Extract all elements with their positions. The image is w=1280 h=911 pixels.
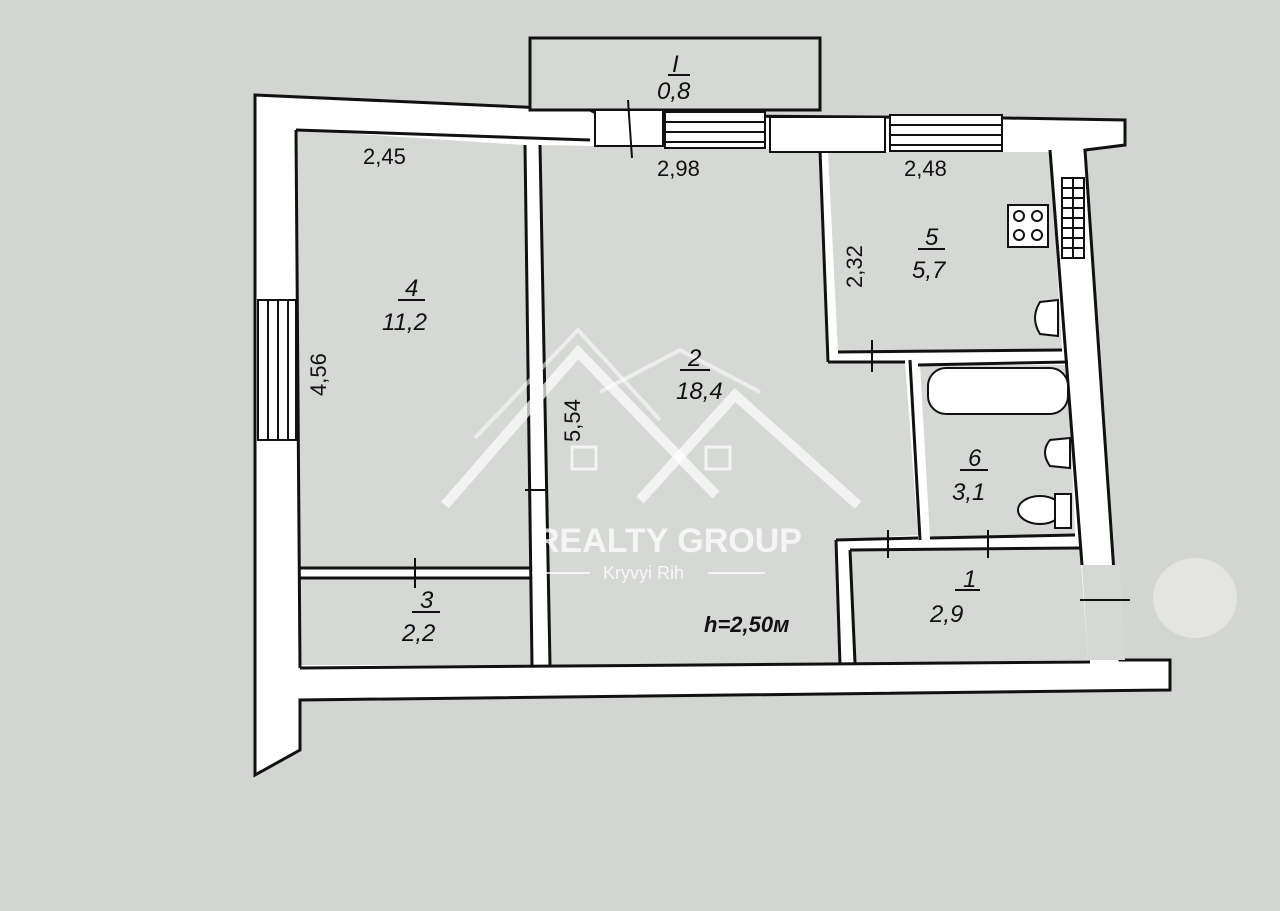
watermark-city: Kryvyi Rih xyxy=(603,563,684,583)
glare-spot xyxy=(1153,558,1237,638)
dim-room2-depth: 5,54 xyxy=(560,399,585,442)
room-5-area: 5,7 xyxy=(912,257,947,284)
room-3-number: 3 xyxy=(420,587,434,614)
room-1-area: 2,9 xyxy=(929,601,963,628)
room-2-number: 2 xyxy=(687,345,701,372)
dim-room2-width: 2,98 xyxy=(657,156,700,181)
stove-icon xyxy=(1007,204,1049,248)
dim-room4-depth: 4,56 xyxy=(306,353,331,396)
watermark-brand: REALTY GROUP xyxy=(535,522,802,560)
dim-room5-depth: 2,32 xyxy=(842,245,867,288)
room-6-area: 3,1 xyxy=(952,479,985,506)
dimension-labels: 2,45 2,98 2,48 2,32 4,56 5,54 xyxy=(306,144,947,442)
room-6-number: 6 xyxy=(968,445,982,472)
door-marks xyxy=(414,340,1130,601)
room-labels: I 0,8 1 2,9 2 18,4 3 2,2 4 11,2 5 5,7 6 … xyxy=(382,51,988,647)
toilet-icon xyxy=(1017,493,1072,529)
room-5-number: 5 xyxy=(925,224,939,251)
room-3-area: 2,2 xyxy=(401,620,435,647)
room-I-area: 0,8 xyxy=(657,78,691,105)
room-2-area: 18,4 xyxy=(676,378,723,405)
realty-group-watermark: REALTY GROUP Kryvyi Rih xyxy=(441,327,862,583)
windows xyxy=(257,99,1003,441)
room-I-number: I xyxy=(672,51,679,78)
room-4-number: 4 xyxy=(405,275,418,302)
dim-room4-width: 2,45 xyxy=(363,144,406,169)
room-4-area: 11,2 xyxy=(382,309,427,336)
ceiling-height: h=2,50м xyxy=(704,612,789,637)
bathroom-sink-icon xyxy=(1044,436,1071,470)
room-1-number: 1 xyxy=(963,566,976,593)
bathtub-icon xyxy=(927,367,1069,415)
dim-room5-width: 2,48 xyxy=(904,156,947,181)
interior-walls xyxy=(294,128,1091,670)
vent-grid xyxy=(1061,177,1085,259)
kitchen-sink-icon xyxy=(1034,298,1059,338)
